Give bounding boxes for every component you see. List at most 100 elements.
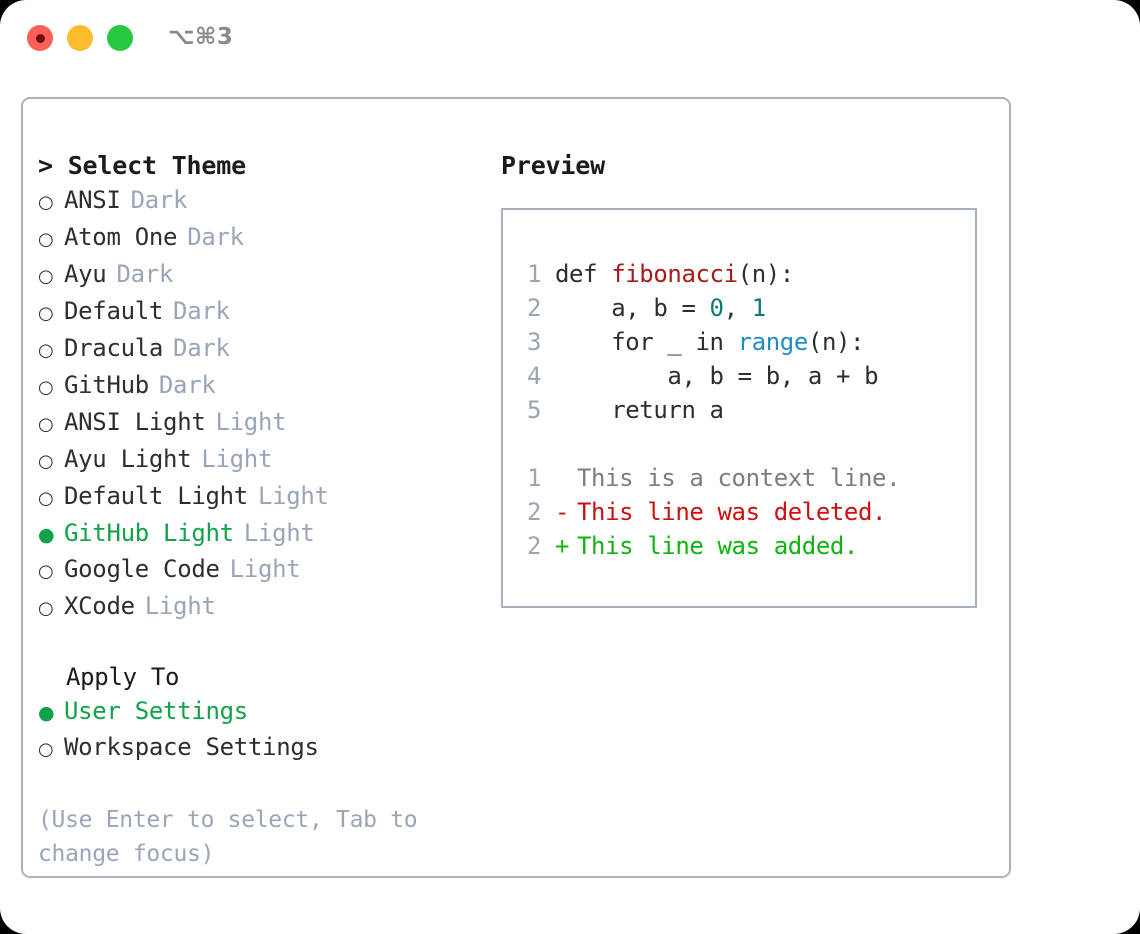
theme-item-kind: Dark xyxy=(187,223,244,251)
line-number: 3 xyxy=(526,328,541,356)
diff-line-text: This is a context line. xyxy=(577,464,901,492)
close-button[interactable] xyxy=(27,25,53,51)
code-line-text: a, b = 0, 1 xyxy=(555,291,766,325)
keyboard-hint: (Use Enter to select, Tab to change focu… xyxy=(38,807,418,867)
theme-item-kind: Dark xyxy=(173,297,230,325)
theme-item-label: ANSI Light xyxy=(64,408,206,436)
code-token-plain: (n): xyxy=(807,328,865,356)
diff-marker xyxy=(555,461,577,495)
code-line: 3 for _ in range(n): xyxy=(515,325,969,359)
line-number: 4 xyxy=(526,362,541,390)
diff-line-content: This is a context line. xyxy=(555,461,901,495)
line-number: 2 xyxy=(526,498,541,526)
diff-marker: - xyxy=(555,498,570,526)
diff-line-ctx: 1 This is a context line. xyxy=(515,461,969,495)
theme-item-label: Default Light xyxy=(64,482,248,510)
radio-unselected-icon: ○ xyxy=(38,414,54,435)
theme-item-ansi[interactable]: ○ ANSI Dark xyxy=(38,183,478,220)
code-token-plain: a, b = xyxy=(555,294,710,322)
code-token-plain: (n): xyxy=(737,260,795,288)
select-theme-heading: > Select Theme xyxy=(38,151,246,180)
theme-item-kind: Dark xyxy=(173,334,230,362)
theme-item-label: Ayu xyxy=(64,260,107,288)
theme-item-kind: Light xyxy=(215,408,287,436)
theme-item-default-light[interactable]: ○ Default Light Light xyxy=(38,479,478,516)
radio-unselected-icon: ○ xyxy=(38,598,54,619)
radio-unselected-icon: ○ xyxy=(38,229,54,250)
theme-item-label: XCode xyxy=(64,592,135,620)
apply-to-option-user-settings[interactable]: ● User Settings xyxy=(38,694,478,730)
code-token-plain: a, b = b, a + b xyxy=(555,362,879,390)
diff-line-content: -This line was deleted. xyxy=(555,495,886,529)
code-token-num: 1 xyxy=(751,294,766,322)
theme-item-atom-one[interactable]: ○ Atom One Dark xyxy=(38,220,478,257)
line-number: 2 xyxy=(526,532,541,560)
radio-unselected-icon: ○ xyxy=(38,488,54,509)
theme-item-xcode[interactable]: ○ XCode Light xyxy=(38,589,478,626)
line-number: 1 xyxy=(526,260,541,288)
theme-item-label: Google Code xyxy=(64,555,220,583)
apply-to-option-label: Workspace Settings xyxy=(64,733,319,761)
theme-item-label: ANSI xyxy=(64,186,121,214)
code-token-plain: return a xyxy=(555,396,724,424)
radio-unselected-icon: ○ xyxy=(38,303,54,324)
code-line-text: a, b = b, a + b xyxy=(555,359,878,393)
theme-item-kind: Light xyxy=(243,519,315,547)
code-line-text: for _ in range(n): xyxy=(555,325,864,359)
preview-heading: Preview xyxy=(501,151,605,180)
diff-line-add: 2 +This line was added. xyxy=(515,529,969,563)
theme-item-label: Ayu Light xyxy=(64,445,192,473)
theme-item-kind: Dark xyxy=(130,186,188,214)
theme-item-label: Default xyxy=(64,297,164,325)
theme-item-ansi-light[interactable]: ○ ANSI Light Light xyxy=(38,405,478,442)
diff-line-del: 2-This line was deleted. xyxy=(515,495,969,529)
code-line: 2 a, b = 0, 1 xyxy=(515,291,969,325)
apply-to-option-workspace-settings[interactable]: ○Workspace Settings xyxy=(38,730,478,767)
radio-unselected-icon: ○ xyxy=(38,561,54,582)
apply-to-option-label: User Settings xyxy=(64,697,248,725)
radio-unselected-icon: ○ xyxy=(38,377,54,398)
code-token-plain: def xyxy=(555,260,612,288)
theme-item-label: GitHub Light xyxy=(64,519,234,547)
minimize-button[interactable] xyxy=(67,25,93,51)
radio-unselected-icon: ○ xyxy=(38,192,54,213)
theme-item-kind: Light xyxy=(257,482,329,510)
apply-to-section: Apply To ● User Settings ○Workspace Settin… xyxy=(38,660,478,767)
diff-line-content: +This line was added. xyxy=(555,529,858,563)
theme-item-label: GitHub xyxy=(64,371,149,399)
theme-item-kind: Light xyxy=(144,592,216,620)
theme-item-label: Atom One xyxy=(64,223,178,251)
radio-selected-icon: ● xyxy=(38,702,55,724)
diff-line-text: This line was deleted. xyxy=(577,498,887,526)
code-line: 4 a, b = b, a + b xyxy=(515,359,969,393)
apply-to-heading: Apply To xyxy=(66,663,180,691)
code-line-text: def fibonacci(n): xyxy=(555,257,794,291)
traffic-light-group xyxy=(27,25,133,51)
diff-block: 1 This is a context line.2-This line was… xyxy=(515,461,969,563)
code-token-plain: , xyxy=(723,294,752,322)
theme-item-label: Dracula xyxy=(64,334,164,362)
maximize-button[interactable] xyxy=(107,25,133,51)
apply-to-list[interactable]: ● User Settings ○Workspace Settings xyxy=(38,694,478,767)
theme-item-default[interactable]: ○ Default Dark xyxy=(38,294,478,331)
diff-marker: + xyxy=(555,532,570,560)
line-number: 2 xyxy=(526,294,541,322)
code-line-text: return a xyxy=(555,393,724,427)
window-shortcut-label: ⌥⌘3 xyxy=(168,24,234,50)
title-bar: ⌥⌘3 xyxy=(0,0,1140,78)
theme-item-kind: Light xyxy=(201,445,273,473)
code-token-blue: range xyxy=(737,328,809,356)
